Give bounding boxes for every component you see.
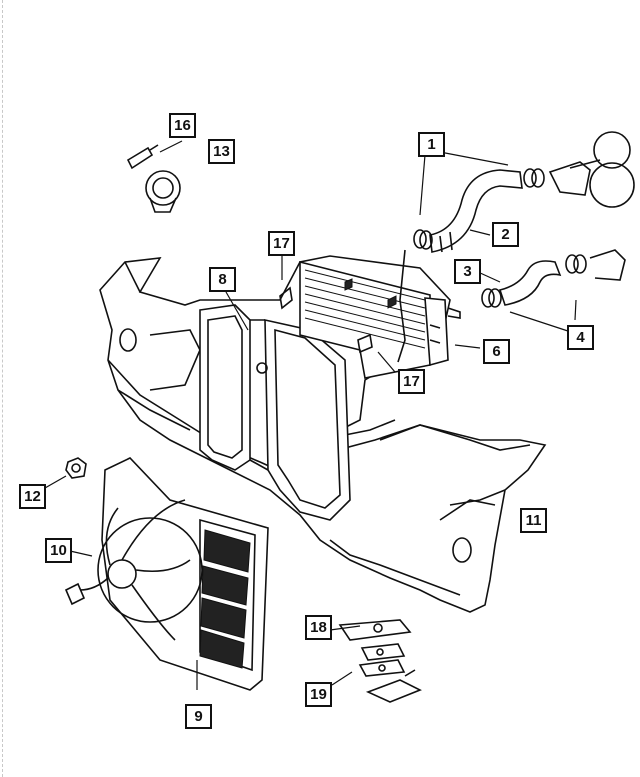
nut (65, 457, 87, 479)
callout-19[interactable]: 19 (305, 682, 332, 707)
callout-9[interactable]: 9 (185, 704, 212, 729)
callout-11[interactable]: 11 (520, 508, 547, 533)
radiator-core (279, 260, 461, 379)
callout-1[interactable]: 1 (418, 132, 445, 157)
leader-lines (44, 140, 577, 690)
page-edge-dashes (2, 0, 3, 777)
thermostat (126, 144, 181, 213)
callout-2[interactable]: 2 (492, 222, 519, 247)
cooling-fan (64, 499, 203, 641)
upper-hose-clamps (413, 168, 545, 250)
callout-17-top[interactable]: 17 (268, 231, 295, 256)
callout-6[interactable]: 6 (483, 339, 510, 364)
callout-4[interactable]: 4 (567, 325, 594, 350)
callout-12[interactable]: 12 (19, 484, 46, 509)
fan-shroud (101, 457, 269, 691)
callout-13[interactable]: 13 (208, 139, 235, 164)
callout-16[interactable]: 16 (169, 113, 196, 138)
upper-hose (429, 169, 523, 253)
mounting-hardware (338, 619, 422, 703)
callout-3[interactable]: 3 (454, 259, 481, 284)
callout-17-bottom[interactable]: 17 (398, 369, 425, 394)
callout-8[interactable]: 8 (209, 267, 236, 292)
overflow-line (397, 249, 406, 363)
lower-hose (481, 249, 626, 308)
callout-18[interactable]: 18 (305, 615, 332, 640)
center-frame (199, 304, 351, 521)
thermostat-housing-outlet (548, 131, 635, 208)
callout-10[interactable]: 10 (45, 538, 72, 563)
